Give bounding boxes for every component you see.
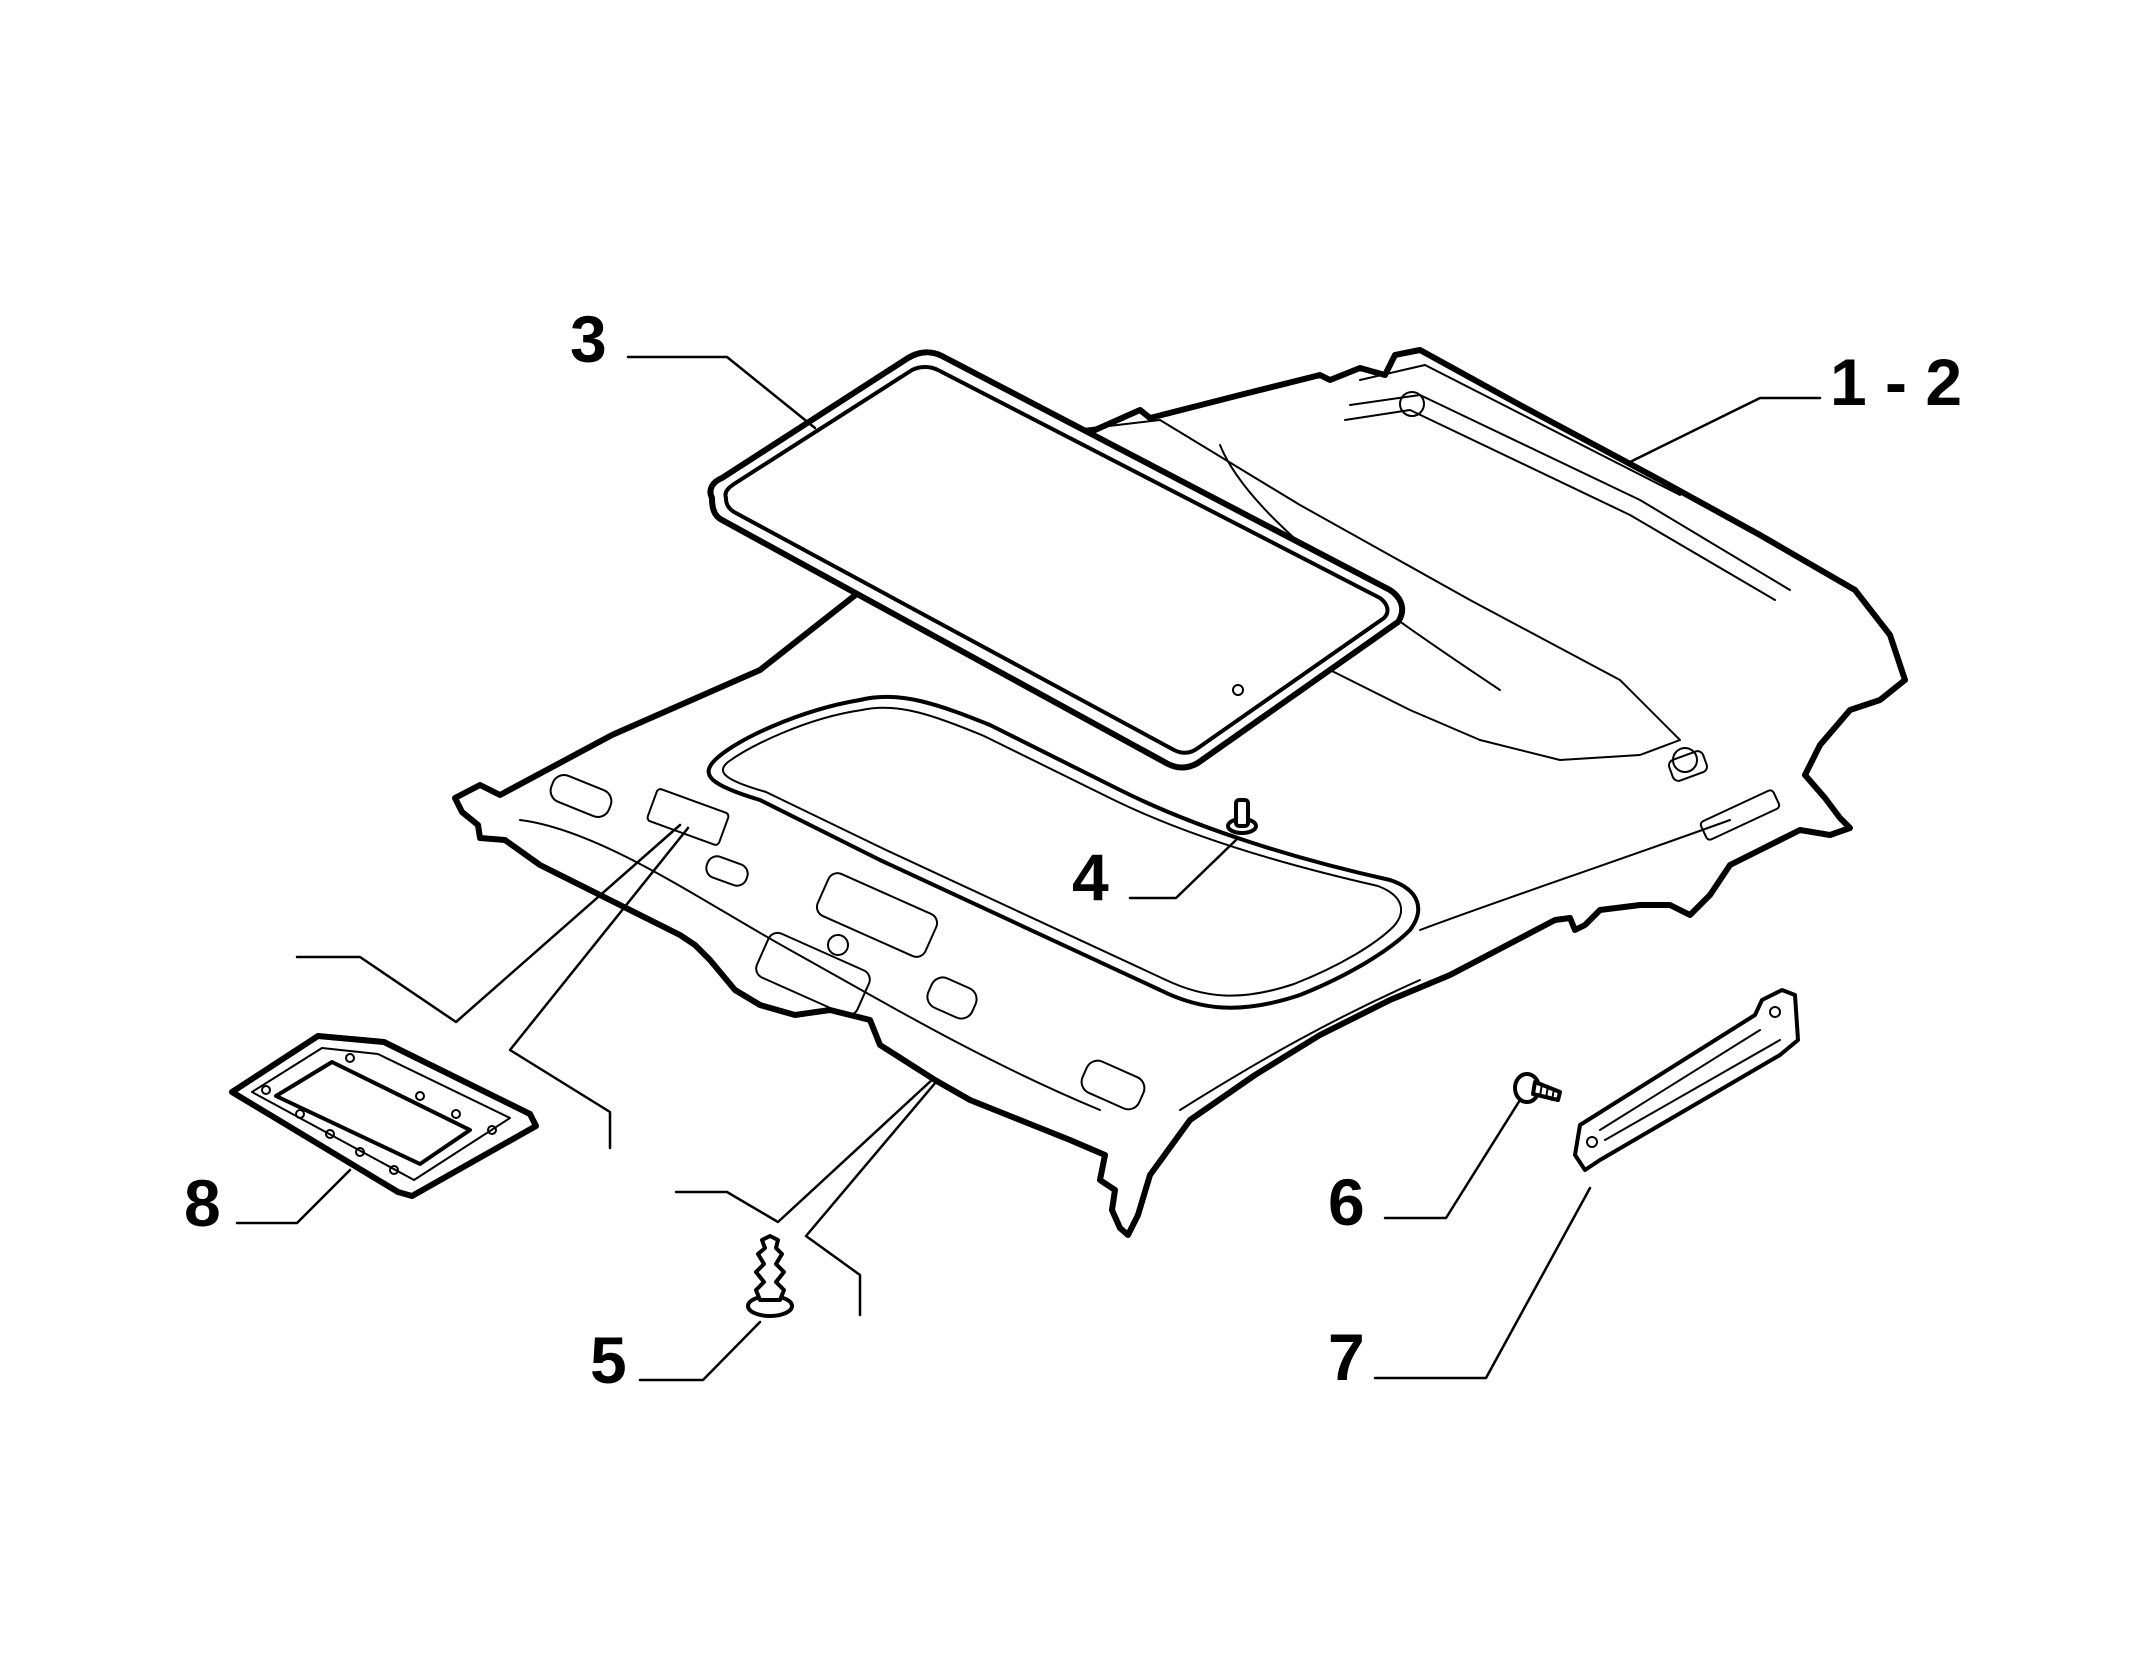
lamp-plate-hole-3 [325, 1129, 335, 1139]
callouts: 1 - 2 3 4 5 6 7 8 [184, 302, 1962, 1397]
sunroof-frame-hole [1232, 684, 1244, 696]
sunroof-frame [707, 349, 1406, 771]
rear-ridge-3 [1359, 364, 1681, 496]
trim-bracket-hole-left [1586, 1136, 1598, 1148]
lamp-plate-hole-8 [487, 1125, 497, 1135]
leader-5-clip-a [674, 1076, 936, 1224]
leader-3 [626, 355, 817, 430]
recess-rear-right [1668, 750, 1708, 782]
screw-thread [1539, 1083, 1555, 1101]
push-pin-shank [1234, 798, 1250, 828]
leader-lines [235, 355, 1822, 1382]
tree-clip [746, 1234, 794, 1318]
trim-bracket-body [1573, 988, 1800, 1172]
callout-8: 8 [184, 1166, 221, 1240]
tree-clip-body [754, 1234, 786, 1302]
callout-3: 3 [570, 302, 607, 376]
lamp-plate-hole-2 [295, 1109, 305, 1119]
sunroof-frame-inner [723, 365, 1390, 755]
callout-7: 7 [1328, 1320, 1365, 1394]
callout-5: 5 [590, 1323, 627, 1397]
rear-ridge-2 [1344, 409, 1776, 601]
trim-bracket-hole-right [1769, 1006, 1781, 1018]
recess-lamp-lower [755, 931, 871, 1017]
lamp-plate-inner [274, 1060, 472, 1166]
front-opening-rim [706, 694, 1421, 1010]
recess-rear-circle [1672, 747, 1698, 773]
leader-8-clip-b [508, 826, 690, 1150]
leader-8 [235, 1168, 352, 1225]
callout-1-2: 1 - 2 [1830, 345, 1962, 419]
leader-6 [1383, 1098, 1522, 1220]
right-edge-contour [1419, 819, 1731, 931]
left-edge-contour [519, 819, 1101, 1111]
headliner-clip-seat [646, 788, 730, 846]
leader-8-clip-a [295, 823, 682, 1024]
leader-5-clip-b [804, 1080, 938, 1317]
recess-top-circle [1399, 391, 1425, 417]
leader-4 [1128, 838, 1238, 900]
callout-4: 4 [1072, 840, 1109, 914]
recess-button [827, 934, 849, 956]
rear-ridge-1 [1349, 394, 1791, 591]
lamp-plate-hole-1 [261, 1085, 271, 1095]
lamp-plate-hole-7 [451, 1109, 461, 1119]
headliner-outline [452, 347, 1908, 1238]
lamp-plate-hole-6 [415, 1091, 425, 1101]
lamp-plate-hole-9 [345, 1053, 355, 1063]
front-opening-inner [722, 706, 1403, 997]
lamp-plate-hole-5 [389, 1165, 399, 1175]
headliner-panel [452, 347, 1908, 1238]
screw [1513, 1072, 1562, 1104]
leader-5 [638, 1320, 762, 1382]
recess-rear-step [1699, 789, 1781, 841]
recess-front-left [549, 774, 613, 818]
trim-bracket-edge [1599, 1029, 1781, 1141]
right-lower-contour [1179, 979, 1421, 1111]
leader-1-2 [1628, 396, 1822, 464]
recess-lamp [815, 872, 939, 958]
lamp-plate-rim [251, 1047, 511, 1181]
lamp-plate [229, 1033, 539, 1199]
push-pin [1226, 798, 1258, 835]
recess-lower-right [1080, 1059, 1146, 1111]
recess-mid-right [926, 976, 978, 1020]
lamp-plate-hole-4 [355, 1147, 365, 1157]
trim-bracket [1573, 988, 1800, 1172]
callout-6: 6 [1328, 1165, 1365, 1239]
recess-front-mid [705, 855, 749, 887]
leader-7 [1373, 1186, 1592, 1380]
